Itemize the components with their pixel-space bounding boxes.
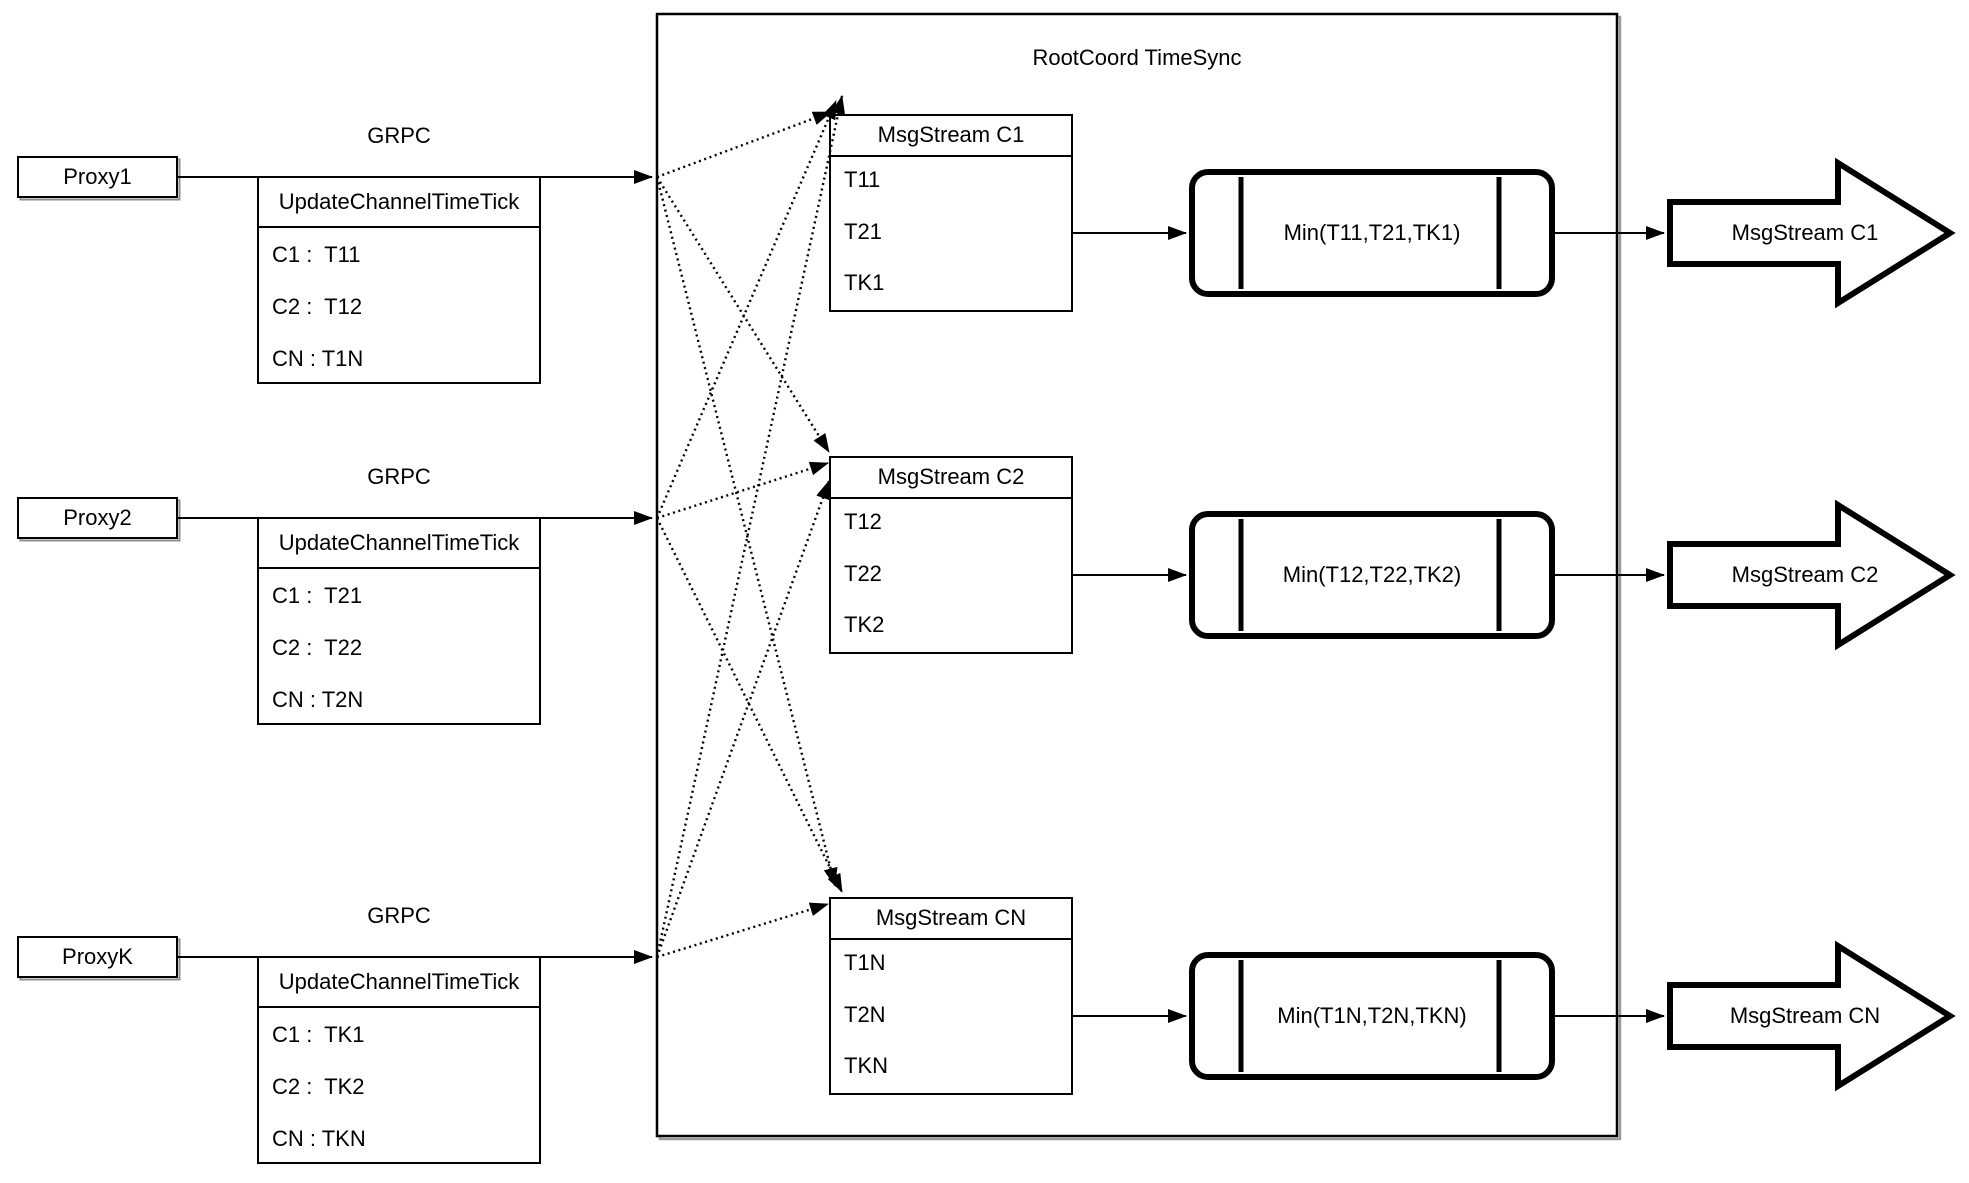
msgstream-cn-output-label: MsgStream CN [1729,1003,1881,1028]
proxy2-label: Proxy2 [63,505,132,530]
min-node-1-label: Min(T11,T21,TK1) [1283,220,1461,245]
timetick-table-3-title: UpdateChannelTimeTick [278,969,520,994]
msgstream-cn-table-title: MsgStream CN [875,905,1027,930]
output-block-arrows [1667,157,1956,1092]
msgstream-cn-row: TKN [844,1053,888,1078]
update-channel-timetick-tables [257,176,541,1164]
msgstream-c1-table [829,114,1073,312]
timetick-table-3 [257,956,541,1164]
msgstream-c1-output-arrow [1667,157,1956,309]
msgstream-cn-table [829,897,1073,1095]
pipeline-connectors [1072,226,1665,1023]
msgstream-cn-row: T2N [844,1002,886,1027]
timetick-table-1-row: CN : T1N [272,346,364,371]
timetick-table-2-title: UpdateChannelTimeTick [278,530,520,555]
msgstream-c1-table-title: MsgStream C1 [877,122,1025,147]
min-node-3-label: Min(T1N,T2N,TKN) [1277,1003,1467,1028]
timetick-table-3-row: C2 : TK2 [272,1074,365,1099]
msgstream-c2-row: T12 [844,509,882,534]
proxy2-box [17,497,178,539]
msgstream-c2-table [829,456,1073,654]
rootcoord-title: RootCoord TimeSync [1032,45,1242,70]
min-node-2-label: Min(T12,T22,TK2) [1282,562,1462,587]
timetick-table-3-row: C1 : TK1 [272,1022,365,1047]
grpc-label-2: GRPC [367,464,431,489]
msgstream-tables [829,114,1073,1095]
proxy1-box [17,156,178,198]
proxy-boxes [17,156,181,981]
timetick-table-3-row: CN : TKN [272,1126,366,1151]
grpc-label-3: GRPC [367,903,431,928]
min-nodes [1189,169,1555,1080]
grpc-connectors [177,170,653,964]
msgstream-c2-row: T22 [844,561,882,586]
msgstream-c1-row: TK1 [844,270,885,295]
grpc-label-1: GRPC [367,123,431,148]
timetick-table-2-row: C1 : T21 [272,583,363,608]
timetick-table-2-row: C2 : T22 [272,635,363,660]
msgstream-c2-output-arrow [1667,499,1956,651]
msgstream-cn-row: T1N [844,950,886,975]
timetick-table-1-row: C2 : T12 [272,294,363,319]
proxy1-label: Proxy1 [63,164,132,189]
msgstream-c2-row: TK2 [844,612,885,637]
proxyk-label: ProxyK [62,944,133,969]
timetick-table-1 [257,176,541,384]
msgstream-c2-table-title: MsgStream C2 [877,464,1025,489]
timetick-table-2-row: CN : T2N [272,687,364,712]
timetick-table-1-row: C1 : T11 [272,242,361,267]
msgstream-c1-row: T21 [844,219,882,244]
timetick-fanout-arrows [655,95,846,959]
msgstream-c1-row: T11 [844,167,881,192]
timetick-table-2 [257,517,541,725]
msgstream-cn-output-arrow [1667,940,1956,1092]
timetick-table-1-title: UpdateChannelTimeTick [278,189,520,214]
msgstream-c2-output-label: MsgStream C2 [1731,562,1879,587]
msgstream-c1-output-label: MsgStream C1 [1731,220,1879,245]
